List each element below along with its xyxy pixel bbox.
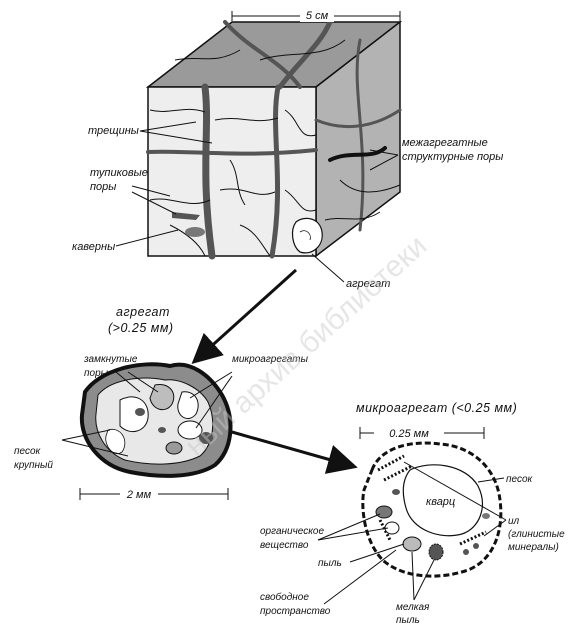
soil-cube: 5 см	[148, 8, 400, 256]
cube-front-face	[148, 87, 316, 256]
label-closed-pores-1: замкнутые	[83, 354, 138, 365]
cube-aggregate	[293, 218, 323, 253]
label-free-space-2: пространство	[260, 606, 331, 617]
cavern-mark	[185, 227, 205, 237]
label-coarse-sand-1: песок	[14, 446, 42, 457]
label-fine-dust-2: пыль	[396, 615, 420, 626]
label-cracks: трещины	[88, 125, 139, 137]
label-dead-end-pores-2: поры	[90, 181, 116, 193]
label-organic-2: вещество	[260, 540, 309, 551]
micro-scale-label: 0.25 мм	[389, 428, 429, 440]
cube-scale-label: 5 см	[306, 10, 329, 22]
label-coarse-sand-2: крупный	[14, 460, 53, 471]
aggregate-title-2: (>0.25 мм)	[108, 321, 174, 335]
microaggregate-body	[363, 443, 501, 576]
label-free-space-1: свободное	[260, 591, 309, 603]
label-inter-aggregate-1: межагрегатные	[402, 137, 488, 149]
label-sand: песок	[506, 474, 534, 485]
label-caverns: каверны	[72, 241, 115, 253]
label-silt-2: (глинистые	[508, 529, 565, 540]
arrow-aggregate-to-micro	[232, 432, 352, 466]
label-inter-aggregate-2: структурные поры	[402, 151, 503, 163]
microaggregate-title: микроагрегат (<0.25 мм)	[356, 401, 517, 415]
label-organic-1: органическое	[260, 526, 324, 537]
label-fine-dust-1: мелкая	[396, 602, 430, 613]
aggregate-title-1: агрегат	[116, 305, 170, 319]
label-dust: пыль	[318, 558, 342, 569]
label-silt-1: ил	[508, 516, 520, 527]
label-closed-pores-2: поры	[84, 368, 109, 379]
label-silt-3: минералы)	[508, 542, 559, 553]
aggregate-scale-label: 2 мм	[126, 489, 152, 501]
aggregate-scale-bar	[80, 488, 228, 500]
label-quartz: кварц	[426, 496, 455, 508]
label-dead-end-pores-1: тупиковые	[90, 167, 148, 179]
